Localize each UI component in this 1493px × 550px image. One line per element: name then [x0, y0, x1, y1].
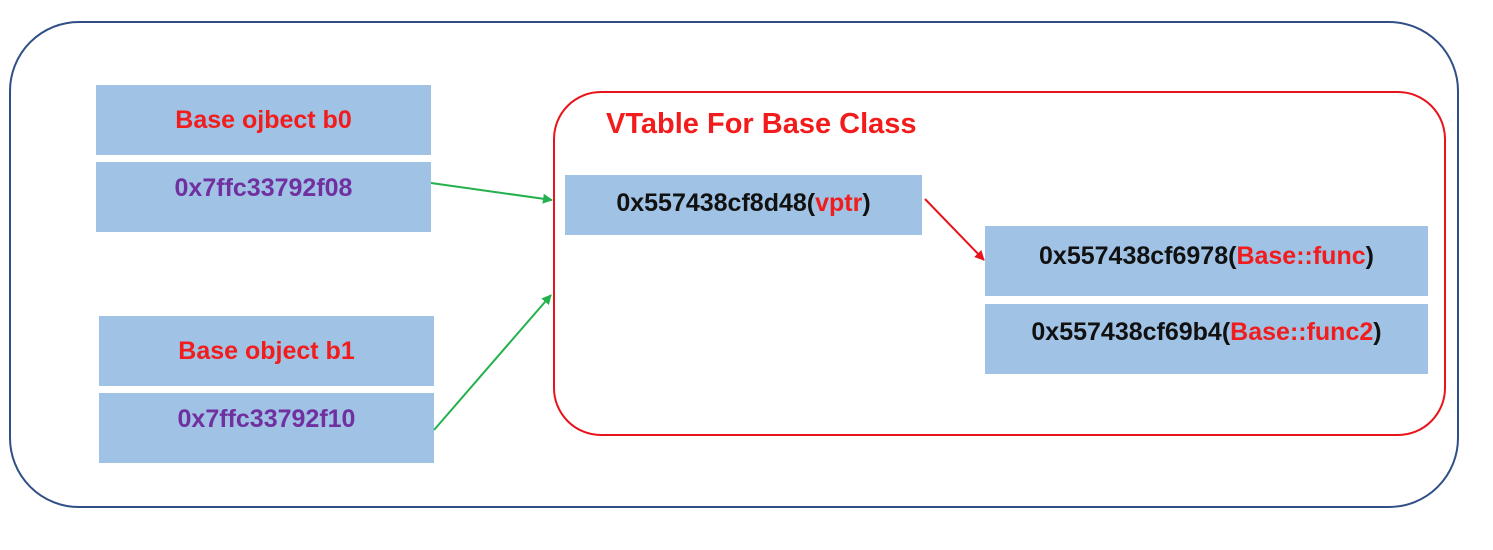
- object-b1-address: 0x7ffc33792f10: [99, 393, 434, 463]
- object-b1-address-text: 0x7ffc33792f10: [177, 404, 356, 433]
- vtable-title: VTable For Base Class: [606, 108, 917, 140]
- arrow-b0-to-vptr: [430, 182, 553, 204]
- object-b0-address: 0x7ffc33792f08: [96, 162, 431, 232]
- vptr-open-paren: (: [806, 188, 816, 217]
- vtable-frame: [553, 91, 1446, 436]
- vtable-entry-func2-name: Base::func2: [1230, 317, 1374, 346]
- vtable-entry-func2-open-paren: (: [1221, 317, 1231, 346]
- vtable-entry-func-close-paren: ): [1365, 241, 1374, 270]
- vptr-name: vptr: [815, 188, 863, 217]
- vptr-close-paren: ): [862, 188, 871, 217]
- vtable-entry-func2: 0x557438cf69b4(Base::func2): [985, 304, 1428, 374]
- object-b0-label-text: Base ojbect b0: [175, 105, 352, 134]
- object-b0-address-text: 0x7ffc33792f08: [174, 173, 353, 202]
- vptr-cell: 0x557438cf8d48(vptr): [565, 175, 922, 235]
- vtable-entry-func-open-paren: (: [1228, 241, 1237, 270]
- vtable-entry-func2-close-paren: ): [1373, 317, 1382, 346]
- vtable-entry-func-address: 0x557438cf6978: [1039, 241, 1229, 270]
- vtable-entry-func: 0x557438cf6978(Base::func): [985, 226, 1428, 296]
- vtable-entry-func-name: Base::func: [1236, 241, 1366, 270]
- object-b1-label: Base object b1: [99, 316, 434, 386]
- object-b1-label-text: Base object b1: [178, 336, 355, 365]
- vptr-address: 0x557438cf8d48: [616, 188, 807, 217]
- arrow-b1-to-vptr: [433, 294, 552, 431]
- object-b0-label: Base ojbect b0: [96, 85, 431, 155]
- outer-frame: [9, 21, 1459, 508]
- arrow-vptr-to-func: [924, 198, 985, 261]
- vtable-entry-func2-address: 0x557438cf69b4: [1031, 317, 1222, 346]
